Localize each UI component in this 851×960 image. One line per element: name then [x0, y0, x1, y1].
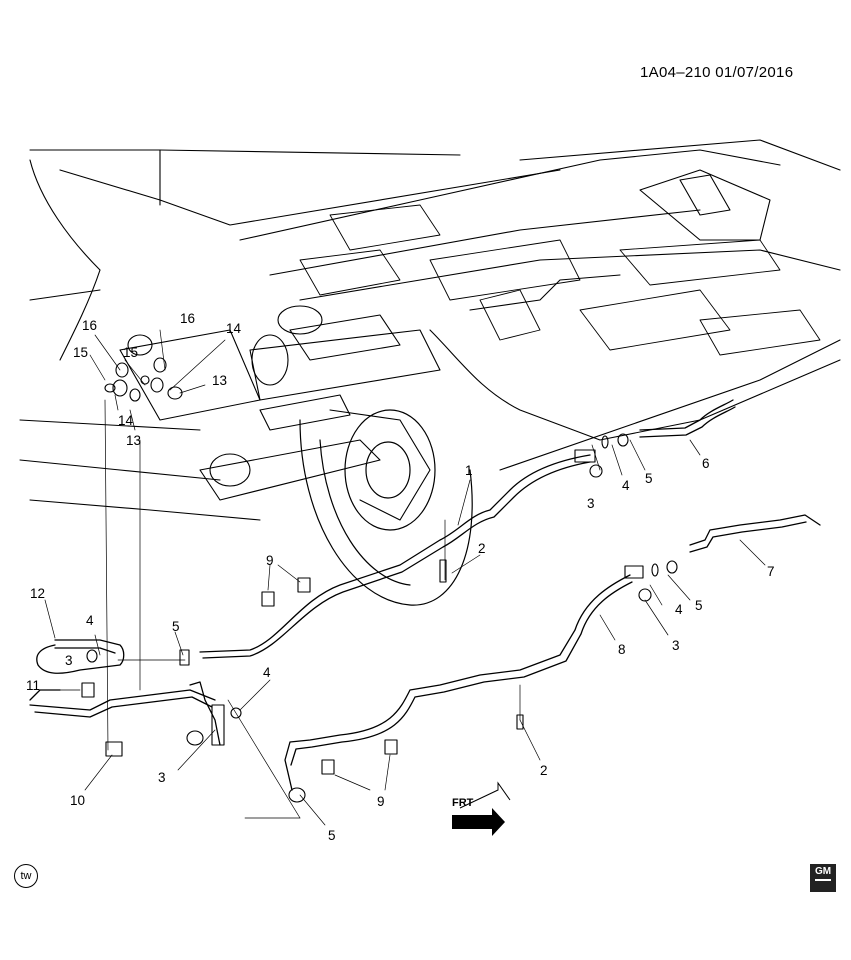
rear-wheel [299, 409, 473, 606]
callout-5: 5 [645, 471, 653, 486]
callout-10: 10 [70, 793, 85, 808]
callout-16: 16 [82, 318, 97, 333]
callout-4: 4 [86, 613, 94, 628]
brake-line-7 [689, 514, 821, 546]
callout-4: 4 [675, 602, 683, 617]
callout-5: 5 [328, 828, 336, 843]
brake-line-1 [199, 454, 591, 653]
callout-7: 7 [767, 564, 775, 579]
callout-3: 3 [158, 770, 166, 785]
fittings-and-clips [81, 357, 678, 803]
brake-hose-12 [36, 639, 125, 674]
frt-label: FRT [452, 797, 474, 809]
floor-pan-panels [299, 204, 821, 356]
callout-3: 3 [587, 496, 595, 511]
callout-15: 15 [73, 345, 88, 360]
callout-13: 13 [212, 373, 227, 388]
callout-3: 3 [672, 638, 680, 653]
callout-8: 8 [618, 642, 626, 657]
callout-4: 4 [263, 665, 271, 680]
rear-suspension [119, 305, 441, 521]
callout-9: 9 [266, 553, 274, 568]
callout-14: 14 [118, 413, 134, 428]
callout-2: 2 [478, 541, 486, 556]
callout-13: 13 [126, 433, 141, 448]
callout-6: 6 [702, 456, 710, 471]
leader-lines [44, 329, 766, 826]
callout-1: 1 [465, 463, 473, 478]
gm-logo-text: GM [814, 866, 832, 877]
callout-16: 16 [180, 311, 195, 326]
callout-4: 4 [622, 478, 630, 493]
callout-9: 9 [377, 794, 385, 809]
brake-line-8 [284, 574, 631, 791]
callout-5: 5 [172, 619, 180, 634]
gm-logo: GM [810, 864, 836, 892]
callout-12: 12 [30, 586, 45, 601]
callout-15: 15 [123, 345, 138, 360]
callout-2: 2 [540, 763, 548, 778]
brake-line-6 [639, 399, 734, 431]
callout-3: 3 [65, 653, 73, 668]
front-direction-marker: FRT [452, 781, 511, 836]
tw-mark: tw [14, 864, 38, 888]
brake-lines [29, 399, 821, 791]
diagram-code: 1A04–210 01/07/2016 [640, 64, 794, 81]
callout-14: 14 [226, 321, 242, 336]
callout-5: 5 [695, 598, 703, 613]
vehicle-body-outline [19, 139, 841, 521]
callout-11: 11 [26, 678, 40, 693]
